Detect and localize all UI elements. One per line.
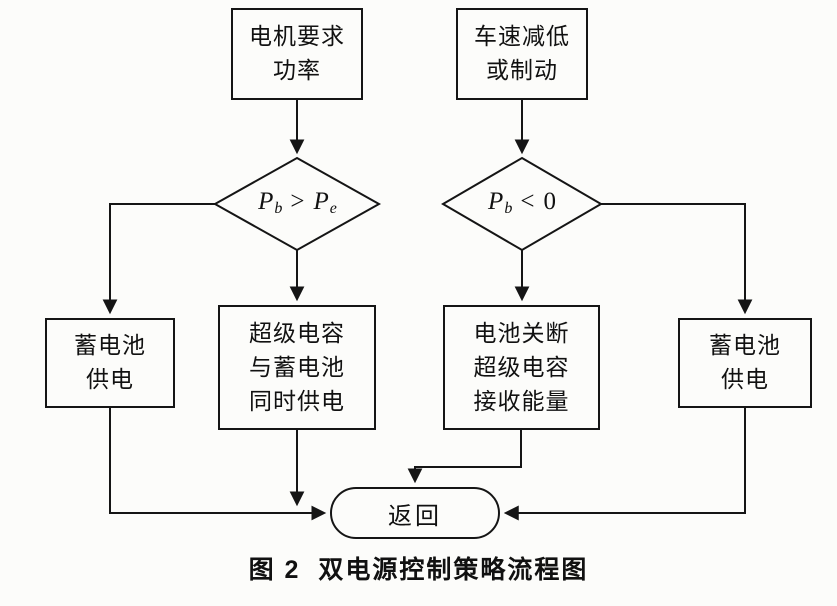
decision-right-sub1: b bbox=[504, 200, 513, 217]
connector-decision-left-to-battery-left bbox=[102, 203, 215, 315]
process-box-battery-left: 蓄电池 供电 bbox=[45, 318, 175, 408]
decision-left-var1: P bbox=[258, 188, 274, 215]
speed-brake-line-1: 车速减低 bbox=[474, 24, 570, 49]
connector-battery-right-to-return bbox=[503, 408, 746, 521]
figure-caption-title: 双电源控制策略流程图 bbox=[318, 556, 589, 584]
terminator-return-label: 返回 bbox=[388, 503, 442, 530]
decision-left-operator: > bbox=[290, 188, 305, 215]
connector-decision-right-to-battery-right bbox=[601, 203, 753, 315]
battery-off-line-2: 超级电容 bbox=[473, 354, 570, 380]
decision-diamond-right-shape bbox=[441, 156, 603, 252]
terminator-return: 返回 bbox=[330, 487, 500, 539]
motor-power-line-2: 功率 bbox=[273, 58, 321, 83]
decision-left-sub1: b bbox=[274, 200, 283, 217]
battery-off-line-1: 电池关断 bbox=[473, 320, 570, 346]
battery-right-line-1: 蓄电池 bbox=[709, 333, 781, 358]
process-box-speed-brake: 车速减低 或制动 bbox=[456, 8, 588, 100]
battery-left-line-1: 蓄电池 bbox=[74, 333, 146, 358]
decision-right-var1: P bbox=[488, 188, 504, 215]
process-box-motor-power: 电机要求 功率 bbox=[231, 8, 363, 100]
connector-battery-left-to-return bbox=[109, 408, 327, 521]
supercap-battery-line-3: 同时供电 bbox=[249, 388, 345, 414]
process-box-battery-off: 电池关断 超级电容 接收能量 bbox=[443, 305, 600, 430]
decision-left-var2: P bbox=[313, 188, 329, 215]
supercap-battery-line-1: 超级电容 bbox=[249, 320, 345, 346]
connector-battery-off-to-return bbox=[407, 430, 522, 484]
figure-caption-number: 图 2 bbox=[248, 556, 301, 584]
decision-left-sub2: e bbox=[329, 200, 337, 217]
speed-brake-line-2: 或制动 bbox=[486, 58, 558, 83]
motor-power-line-1: 电机要求 bbox=[249, 24, 345, 49]
figure-caption: 图 2 双电源控制策略流程图 bbox=[0, 550, 837, 586]
decision-right-operator: < bbox=[520, 188, 535, 215]
decision-diamond-left-shape bbox=[212, 156, 382, 252]
decision-right-value: 0 bbox=[543, 188, 556, 215]
battery-off-line-3: 接收能量 bbox=[473, 388, 570, 414]
process-box-supercap-battery: 超级电容 与蓄电池 同时供电 bbox=[218, 305, 376, 430]
process-box-battery-right: 蓄电池 供电 bbox=[678, 318, 812, 408]
supercap-battery-line-2: 与蓄电池 bbox=[249, 354, 345, 380]
battery-right-line-2: 供电 bbox=[721, 367, 769, 392]
battery-left-line-2: 供电 bbox=[86, 367, 134, 392]
